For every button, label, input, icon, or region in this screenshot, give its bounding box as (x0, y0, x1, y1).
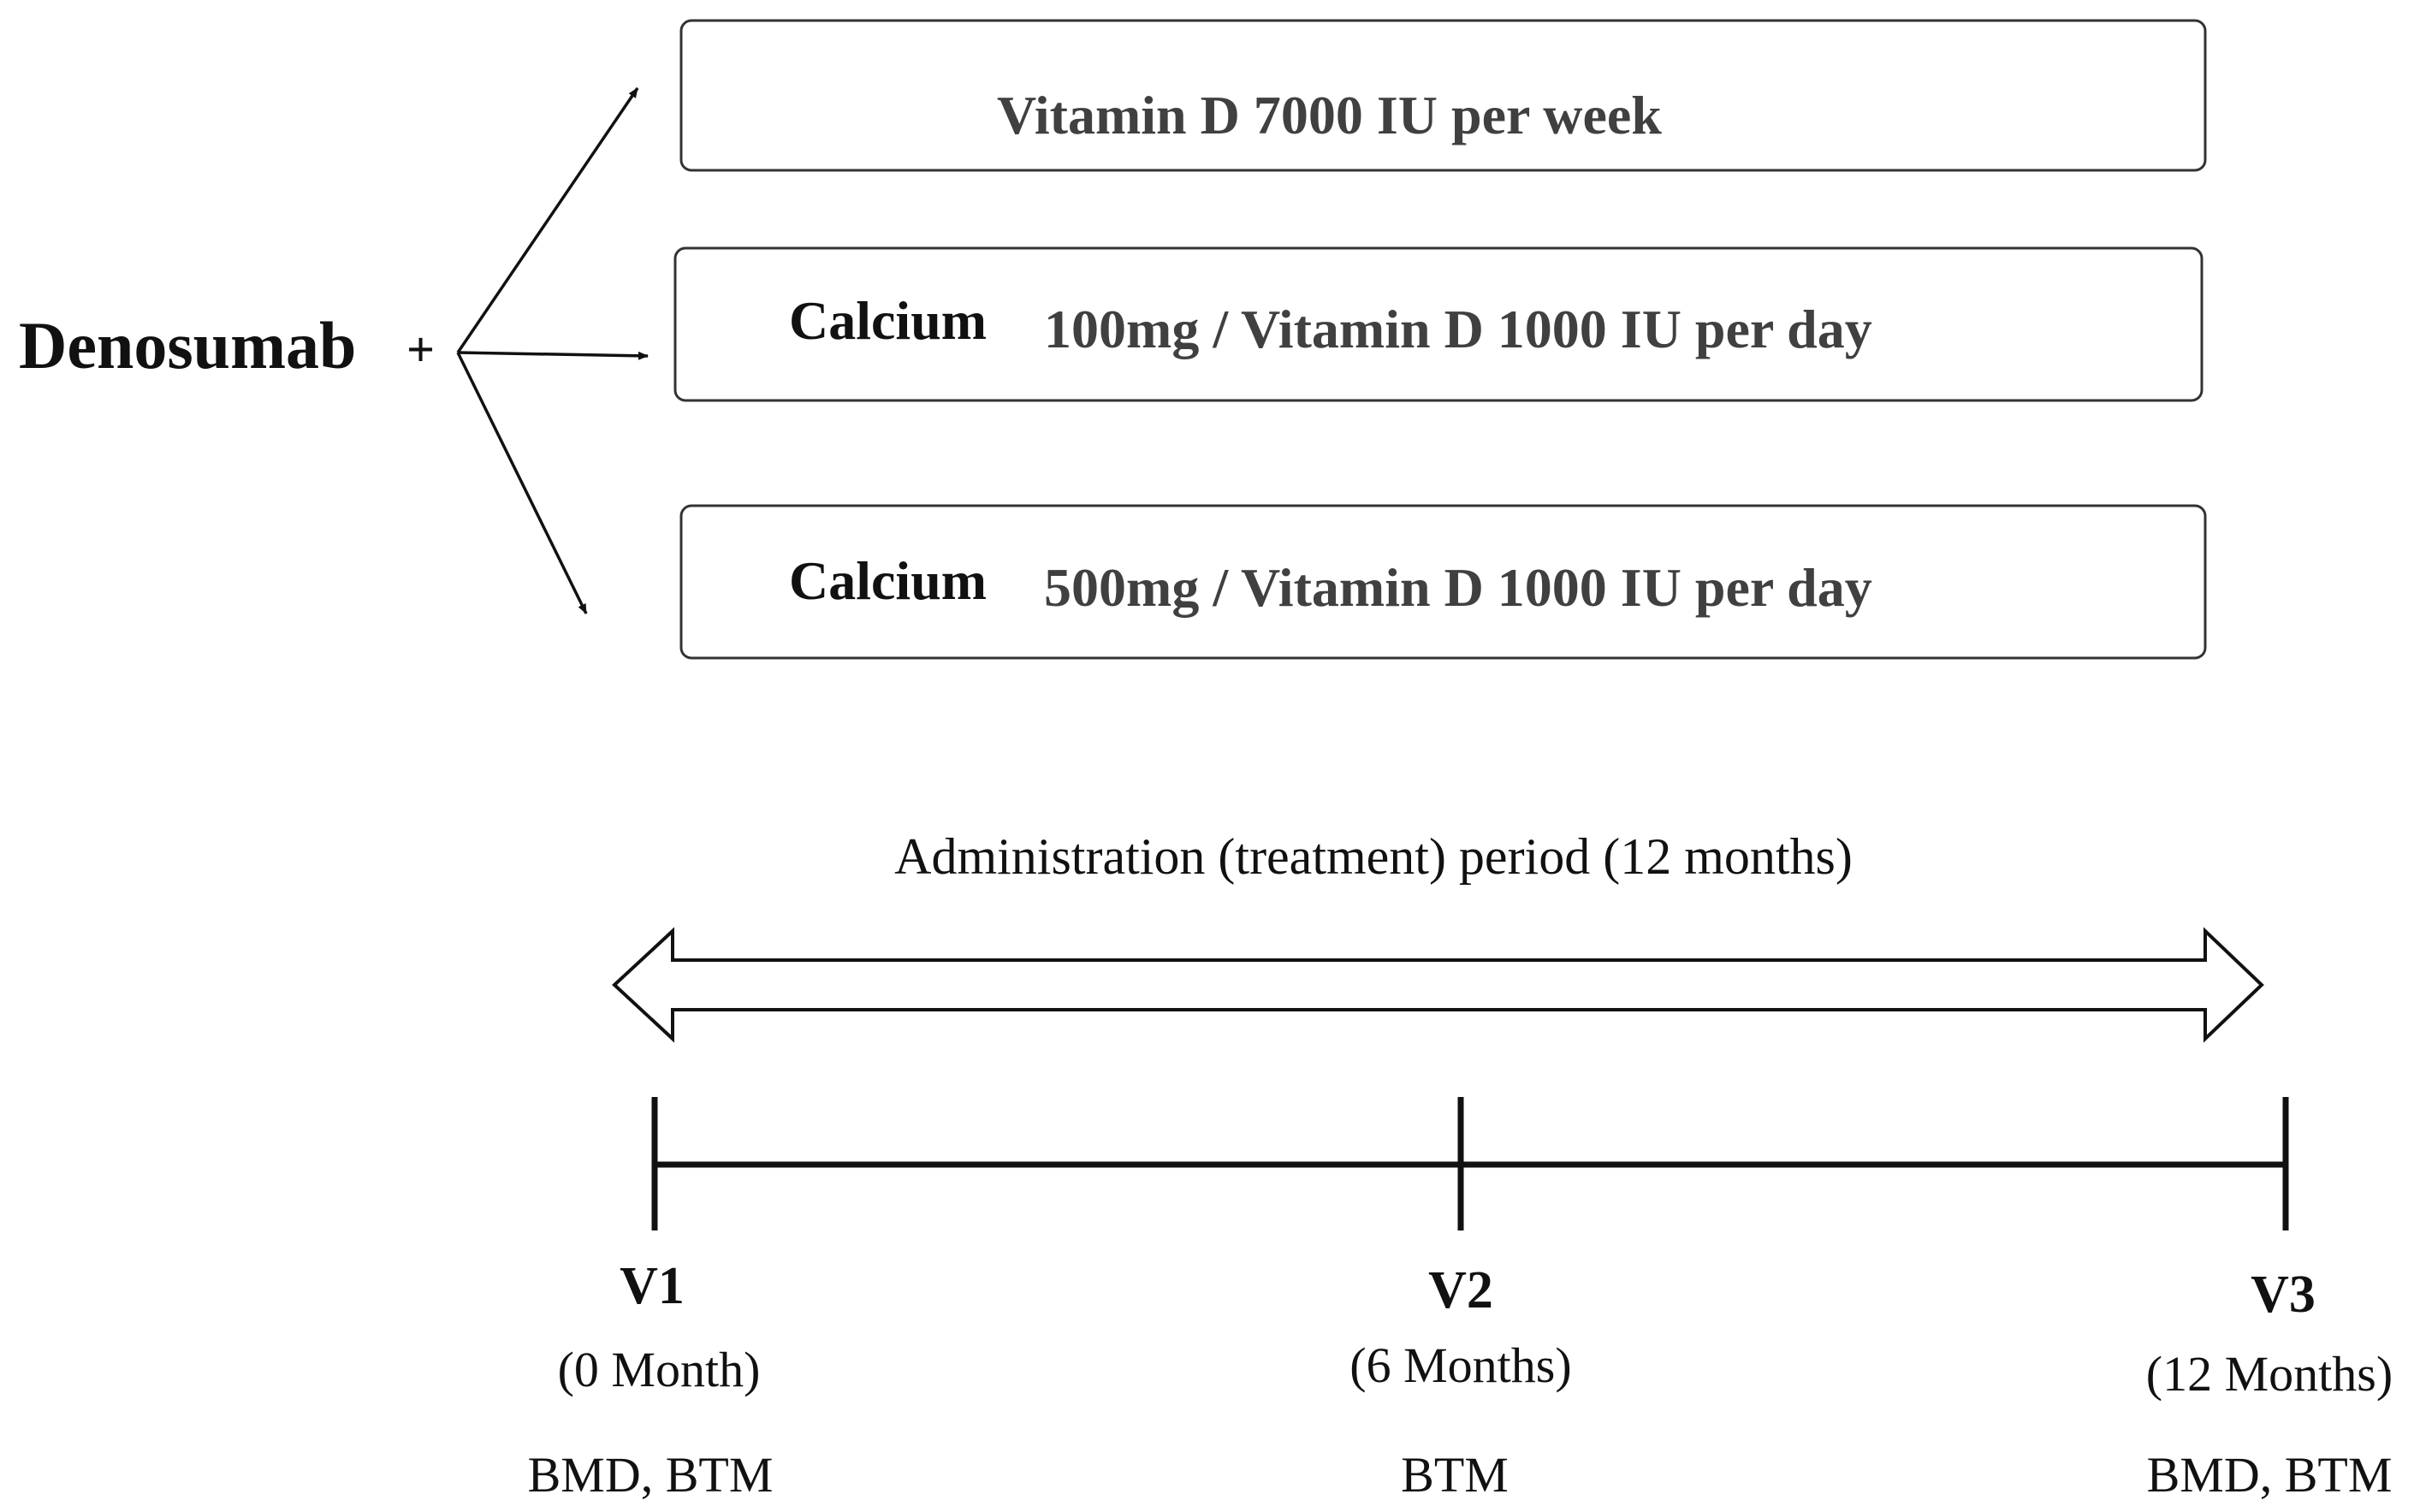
visit-v1-time: (0 Month) (558, 1342, 761, 1397)
arm-3-label: Calcium (789, 550, 987, 611)
arm-box-2 (673, 246, 2204, 402)
drug-name: Denosumab (19, 308, 356, 382)
arm-2-label: Calcium (789, 290, 987, 351)
arm-3-text: 500mg / Vitamin D 1000 IU per day (1044, 557, 1872, 618)
visit-v3-name: V3 (2251, 1266, 2316, 1324)
visit-v3-time: (12 Months) (2146, 1346, 2393, 1402)
arm-2-text: 100mg / Vitamin D 1000 IU per day (1044, 299, 1872, 359)
visit-v1-measures: BMD, BTM (528, 1447, 774, 1503)
visit-v2-name: V2 (1428, 1261, 1493, 1319)
arm-box-3 (679, 504, 2207, 660)
plus-sign: + (406, 322, 435, 377)
visit-v3-measures: BMD, BTM (2147, 1447, 2393, 1503)
arm-box-1 (679, 19, 2207, 172)
period-label: Administration (treatment) period (12 mo… (894, 828, 1853, 885)
branch-arrow-1 (456, 87, 639, 353)
visit-v1-name: V1 (620, 1257, 685, 1315)
branch-arrow-2 (457, 351, 649, 360)
visit-v2-time: (6 Months) (1349, 1337, 1571, 1393)
arm-1-text: Vitamin D 7000 IU per week (997, 85, 1662, 145)
visit-v2-measures: BTM (1401, 1447, 1509, 1503)
period-double-arrow (612, 927, 2264, 1043)
branch-arrow-3 (456, 352, 588, 614)
